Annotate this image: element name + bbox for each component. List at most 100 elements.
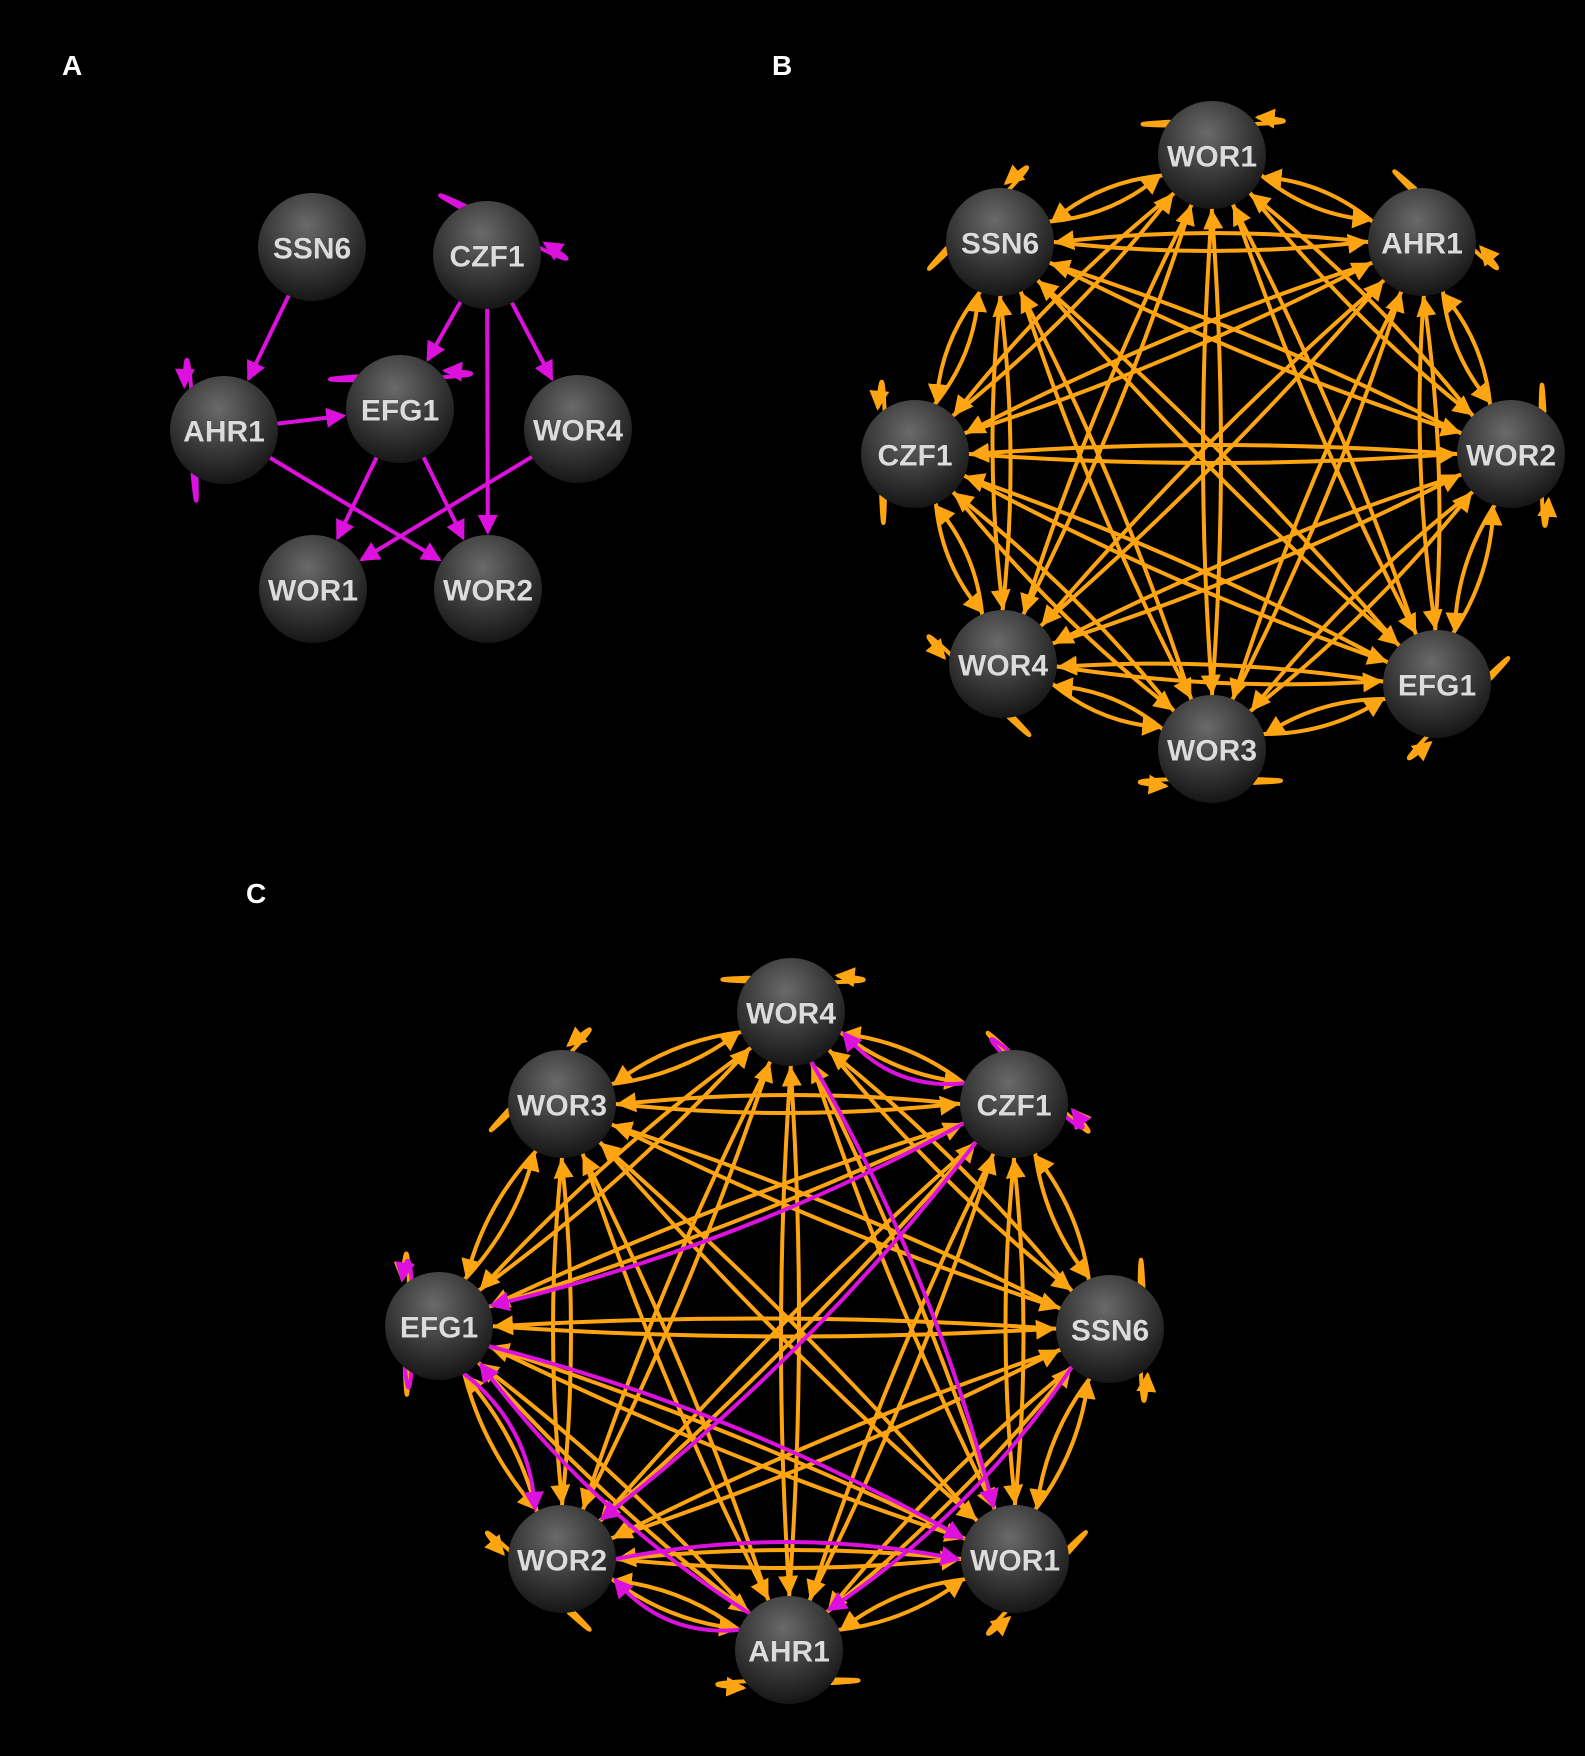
panel-c-inhibitory-edge-ahr1-efg1 xyxy=(479,1362,752,1616)
panel-c-edge-efg1-wor3 xyxy=(463,1150,540,1281)
panel-a-node-wor2: WOR2 xyxy=(434,535,542,643)
panel-b-node-circle-ahr1 xyxy=(1368,188,1476,296)
panel-c-edge-efg1-ahr1 xyxy=(476,1360,750,1614)
panel-b-edge-wor2-ssn6 xyxy=(1049,259,1464,436)
panel-c-node-wor3: WOR3 xyxy=(508,1050,616,1158)
panel-c-inhibitory-edge-czf1-wor4 xyxy=(842,1031,967,1087)
panel-c-node-circle-wor3 xyxy=(508,1050,616,1158)
panel-b-node-label-wor2: WOR2 xyxy=(1466,440,1556,473)
panel-c-node-wor4: WOR4 xyxy=(737,958,845,1066)
panel-c-edge-ahr1-efg1 xyxy=(478,1362,752,1616)
panel-c-edge-ahr1-wor4 xyxy=(781,1066,802,1598)
panel-b-node-circle-wor3 xyxy=(1158,695,1266,803)
panel-b-edge-wor2-wor4 xyxy=(1053,472,1464,644)
panel-b-node-ahr1: AHR1 xyxy=(1368,188,1476,296)
panel-c-edge-ssn6-wor3 xyxy=(611,1121,1062,1311)
panel-c-node-circle-ahr1 xyxy=(735,1596,843,1704)
panel-c-node-czf1: CZF1 xyxy=(960,1050,1068,1158)
panel-c-node-efg1: EFG1 xyxy=(385,1272,493,1380)
panel-b-edge-wor1-ssn6 xyxy=(1050,173,1164,223)
panel-c-edge-czf1-wor2 xyxy=(600,1140,978,1521)
panel-b-edge-wor3-czf1 xyxy=(953,492,1176,713)
panel-c-inhibitory-edge-ssn6-ahr1 xyxy=(826,1365,1074,1612)
panel-b-node-circle-wor4 xyxy=(949,610,1057,718)
panel-b-edge-efg1-czf1 xyxy=(964,473,1390,665)
panel-c-node-label-ahr1: AHR1 xyxy=(748,1636,830,1669)
panel-b-edge-ssn6-ahr1 xyxy=(1052,233,1368,254)
panel-b-edge-wor3-wor2 xyxy=(1248,491,1473,714)
panel-c-edge-wor1-wor3 xyxy=(599,1142,979,1523)
panel-b-node-wor3: WOR3 xyxy=(1158,695,1266,803)
panel-b-node-wor4: WOR4 xyxy=(949,610,1057,718)
panel-b-node-wor1: WOR1 xyxy=(1158,101,1266,209)
panel-b-node-label-ssn6: SSN6 xyxy=(961,228,1039,261)
panel-c-inhibitory-edge-efg1-wor1 xyxy=(487,1344,965,1540)
panel-c-edge-ahr1-wor3 xyxy=(582,1154,771,1603)
panel-c-inhibitory-edge-czf1-efg1 xyxy=(489,1121,966,1312)
panel-b-edge-wor3-ahr1 xyxy=(1230,291,1405,702)
panel-b-edge-czf1-wor3 xyxy=(951,490,1174,711)
panel-b-edge-wor1-wor4 xyxy=(1020,203,1194,615)
panel-b-edge-ahr1-wor3 xyxy=(1229,289,1404,700)
panel-c-inhibitory-edge-wor4-wor1 xyxy=(809,1060,999,1510)
panel-c-edge-efg1-wor1 xyxy=(487,1344,966,1542)
panel-c-edge-wor1-czf1 xyxy=(1005,1158,1026,1507)
panel-b-edge-wor2-ahr1 xyxy=(1441,292,1493,407)
panel-c-edge-wor3-wor4 xyxy=(610,1031,741,1086)
panel-b-edge-wor2-efg1 xyxy=(1445,503,1497,633)
panel-a-edge-ahr1-wor2 xyxy=(268,455,442,562)
panel-c-edge-wor2-wor1 xyxy=(614,1550,961,1571)
panel-c-node-circle-wor2 xyxy=(508,1505,616,1613)
panel-b-edges xyxy=(869,108,1558,795)
panel-b-node-label-efg1: EFG1 xyxy=(1398,670,1476,703)
panel-b-edge-czf1-ssn6 xyxy=(933,291,988,406)
panel-c-edge-wor3-czf1 xyxy=(614,1095,960,1116)
panel-b-node-ssn6: SSN6 xyxy=(946,188,1054,296)
panel-b-edge-czf1-ahr1 xyxy=(962,262,1373,436)
panel-c-node-label-wor1: WOR1 xyxy=(970,1545,1060,1578)
panel-c-node-label-wor2: WOR2 xyxy=(517,1545,607,1578)
panel-b-node-label-wor4: WOR4 xyxy=(958,650,1048,683)
panel-a-edge-efg1-wor1 xyxy=(336,455,379,541)
panel-b-edge-wor3-wor1 xyxy=(1203,209,1224,697)
panel-c-edge-wor1-wor4 xyxy=(811,1062,997,1511)
panel-b-edge-ssn6-wor3 xyxy=(1018,289,1192,700)
panel-c-edge-efg1-wor4 xyxy=(477,1047,751,1293)
panel-b-edge-ssn6-czf1 xyxy=(927,290,982,405)
panel-b-node-circle-czf1 xyxy=(861,400,969,508)
panel-b-node-circle-wor2 xyxy=(1457,400,1565,508)
panel-c-edge-ssn6-efg1 xyxy=(493,1315,1058,1336)
panel-b-node-label-czf1: CZF1 xyxy=(878,440,953,473)
panel-b-edge-efg1-ssn6 xyxy=(1037,280,1401,648)
panel-letter-c: C xyxy=(246,878,266,909)
panel-c-node-label-ssn6: SSN6 xyxy=(1071,1315,1149,1348)
panel-a-node-efg1: EFG1 xyxy=(346,355,454,463)
panel-b-edge-czf1-wor1 xyxy=(951,192,1174,418)
panel-c-inhibitory-edge-wor2-wor1 xyxy=(614,1540,961,1566)
panel-a-node-label-ssn6: SSN6 xyxy=(273,233,351,266)
panel-c-node-wor2: WOR2 xyxy=(508,1505,616,1613)
panel-b-edge-wor3-ssn6 xyxy=(1020,291,1194,702)
panel-c-edge-wor4-wor2 xyxy=(579,1059,773,1510)
panel-c-edge-ahr1-czf1 xyxy=(807,1153,997,1603)
panel-c-edge-wor2-wor4 xyxy=(580,1061,774,1512)
panel-b-edge-wor1-ahr1 xyxy=(1259,173,1373,229)
panel-a-node-ssn6: SSN6 xyxy=(258,193,366,301)
panel-c-edge-czf1-efg1 xyxy=(489,1121,966,1308)
panel-b-edge-ahr1-efg1 xyxy=(1417,294,1443,630)
panel-a-node-circle-ssn6 xyxy=(258,193,366,301)
panel-a-node-label-wor4: WOR4 xyxy=(533,415,623,448)
panel-b-edge-ahr1-czf1 xyxy=(964,260,1375,434)
panel-b-edge-wor1-efg1 xyxy=(1231,202,1417,635)
panel-c-edge-wor4-ahr1 xyxy=(778,1064,799,1596)
panel-c-inhibitory-edge-efg1-wor2 xyxy=(462,1371,544,1512)
panel-b-edge-efg1-ahr1 xyxy=(1416,296,1442,632)
panel-c-node-label-efg1: EFG1 xyxy=(400,1312,478,1345)
panel-b-edge-wor4-ssn6 xyxy=(992,296,1013,612)
panel-a-node-label-wor1: WOR1 xyxy=(268,575,358,608)
panel-b-node-circle-ssn6 xyxy=(946,188,1054,296)
panel-c-node-circle-wor1 xyxy=(961,1505,1069,1613)
